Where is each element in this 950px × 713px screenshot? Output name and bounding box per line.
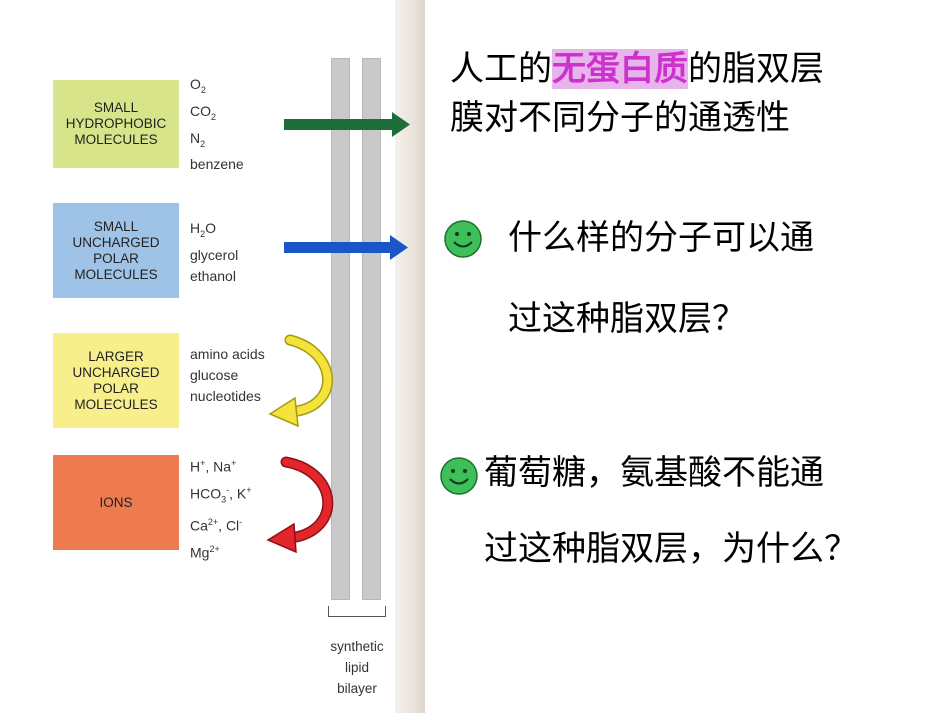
category-label: POLAR [93,380,139,396]
question1-line2: 过这种脂双层？ [508,299,746,339]
slide-title-line2: 膜对不同分子的通透性 [450,98,790,138]
molecule-list-hydrophobic: O2 CO2 N2 benzene [190,74,244,175]
category-label: SMALL [93,218,139,234]
molecule-glycerol: glycerol [190,246,239,263]
bilayer-bracket [328,606,386,617]
molecule-list-small-polar: H2O glycerol ethanol [190,218,238,287]
smiley-face-icon [440,457,478,495]
title-highlight: 无蛋白质 [552,49,688,89]
bilayer-label-line: bilayer [337,681,377,696]
molecule-h2o: H2O [190,220,217,239]
molecule-list-ions: H+, Na+ HCO3-, K+ Ca2+, Cl- Mg2+ [190,452,252,564]
category-label: HYDROPHOBIC [65,116,167,131]
molecule-amino-acids: amino acids [190,346,265,362]
category-ions: IONS [53,455,179,550]
title-prefix: 人工的 [450,49,552,89]
title-suffix: 的脂双层 [688,49,824,89]
smiley-face-icon [444,220,482,258]
yellow-blocked-arrow [268,334,333,428]
ions-h-na: H+, Na+ [190,458,237,475]
bilayer-label: synthetic lipid bilayer [318,636,396,699]
category-label: LARGER [88,348,144,364]
slide-title-line1: 人工的无蛋白质的脂双层 [450,46,824,92]
molecule-nucleotides: nucleotides [190,388,261,404]
category-small-hydrophobic: SMALL HYDROPHOBIC MOLECULES [53,80,179,168]
category-label: POLAR [93,250,139,266]
question2-line2: 过这种脂双层，为什么？ [484,529,858,569]
category-label: MOLECULES [74,266,158,282]
ions-ca-cl: Ca2+, Cl- [190,517,243,534]
ions-mg: Mg2+ [190,543,220,561]
molecule-co2: CO2 [190,102,217,122]
ions-hco3-k: HCO3-, K+ [190,484,252,505]
category-larger-uncharged-polar: LARGER UNCHARGED POLAR MOLECULES [53,333,179,428]
blue-pass-arrow [284,235,408,260]
question1-line1: 什么样的分子可以通 [508,218,814,258]
category-label: UNCHARGED [72,234,160,250]
category-label: UNCHARGED [72,364,160,380]
question2-line1: 葡萄糖，氨基酸不能通 [484,453,824,493]
molecule-o2: O2 [190,76,206,95]
permeability-figure: SMALL HYDROPHOBIC MOLECULES SMALL UNCHAR… [0,0,425,713]
molecule-list-large-polar: amino acids glucose nucleotides [190,344,265,407]
bilayer-left-leaflet [331,58,350,600]
bilayer-right-leaflet [362,58,381,600]
molecule-benzene: benzene [190,156,244,173]
category-label: IONS [99,494,133,510]
green-pass-arrow [284,112,410,137]
molecule-glucose: glucose [190,367,239,383]
category-label: MOLECULES [74,132,158,147]
molecule-ethanol: ethanol [190,267,236,284]
category-label: MOLECULES [74,396,158,412]
bilayer-label-line: lipid [344,660,369,675]
red-blocked-arrow [266,456,334,554]
category-label: SMALL [93,100,139,115]
bilayer-label-line: synthetic [330,639,384,654]
category-small-uncharged-polar: SMALL UNCHARGED POLAR MOLECULES [53,203,179,298]
molecule-n2: N2 [190,129,206,149]
arrows-layer [266,112,410,554]
